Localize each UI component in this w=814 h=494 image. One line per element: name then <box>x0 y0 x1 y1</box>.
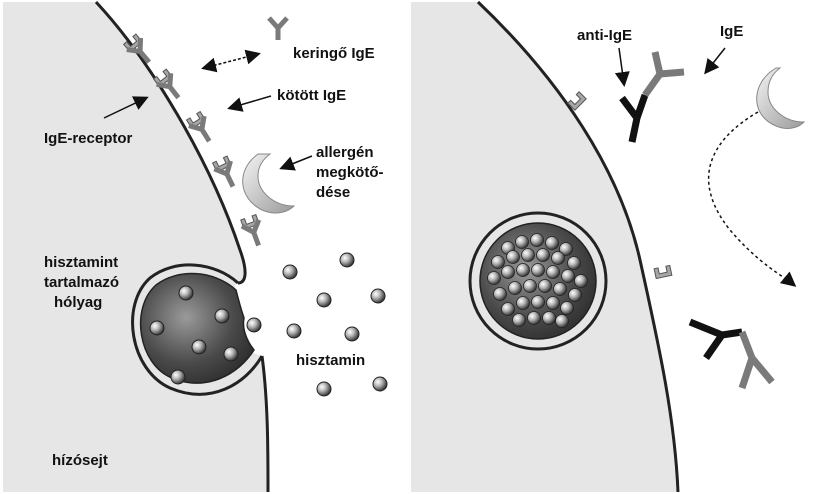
allergen-path-arrow <box>709 112 794 285</box>
granule <box>192 340 206 354</box>
granule <box>215 309 229 323</box>
histamine-molecule <box>371 289 385 303</box>
anti-ige-antibody-bottom <box>690 322 742 358</box>
anti-ige-arrow <box>619 48 624 84</box>
right-panel: anti-IgE IgE <box>411 2 804 492</box>
granule <box>171 370 185 384</box>
label-bound-ige: kötött IgE <box>277 87 346 104</box>
label-allergen-binding-3: dése <box>316 184 350 201</box>
empty-receptor-lower <box>654 265 672 278</box>
label-vesicle-3: hólyag <box>54 294 102 311</box>
histamine-molecule <box>373 377 387 391</box>
label-mast-cell: hízósejt <box>52 452 108 469</box>
anti-ige-ige-complex-bottom <box>690 322 772 388</box>
granule <box>224 347 238 361</box>
anti-ige-antibody <box>622 95 645 142</box>
histamine-molecule <box>317 293 331 307</box>
ige-antibody-bottom <box>742 332 772 388</box>
label-ige: IgE <box>720 23 743 40</box>
label-allergen-binding-2: megkötő- <box>316 164 384 181</box>
vesicle-right <box>470 213 606 349</box>
label-vesicle-1: hisztamint <box>44 254 118 271</box>
left-panel: keringő IgE kötött IgE IgE-receptor alle… <box>3 2 405 492</box>
histamine-molecule <box>287 324 301 338</box>
granule <box>179 286 193 300</box>
allergen-crescent-right <box>757 68 804 128</box>
anti-ige-ige-complex-top <box>622 52 684 142</box>
ige-arrow <box>706 48 725 72</box>
label-ige-receptor: IgE-receptor <box>44 130 133 147</box>
histamine-molecule <box>340 253 354 267</box>
label-circulating-ige: keringő IgE <box>293 45 375 62</box>
label-histamine: hisztamin <box>296 352 365 369</box>
ige-antibody <box>645 52 684 95</box>
label-allergen-binding-1: allergén <box>316 144 374 161</box>
label-anti-ige: anti-IgE <box>577 27 632 44</box>
histamine-molecule <box>317 382 331 396</box>
label-vesicle-2: tartalmazó <box>44 274 119 291</box>
histamine-molecule <box>247 318 261 332</box>
histamine-molecule <box>345 327 359 341</box>
granule <box>150 321 164 335</box>
histamine-molecule <box>283 265 297 279</box>
panel-divider <box>405 0 411 494</box>
